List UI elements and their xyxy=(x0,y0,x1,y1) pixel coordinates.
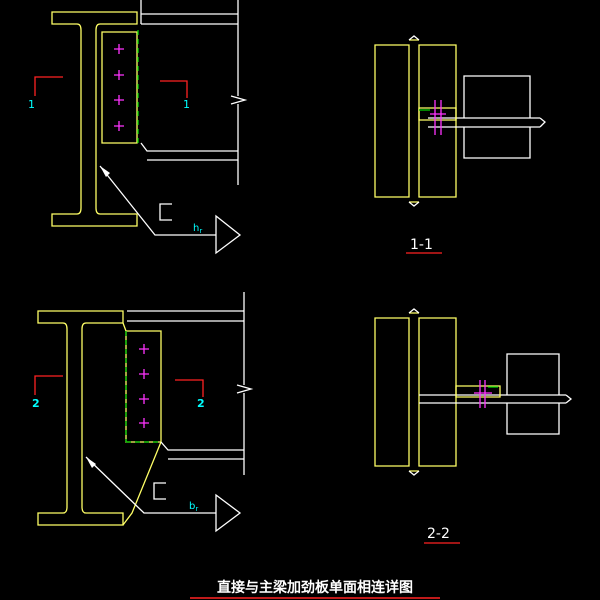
detail-2-plan: 2 2 br xyxy=(32,292,254,533)
section-1-1-title: 1-1 xyxy=(410,237,433,253)
bolt xyxy=(114,44,124,54)
bolt xyxy=(139,344,149,354)
bolt xyxy=(114,121,124,131)
detail-1-cut-label-left: 1 xyxy=(28,98,35,111)
detail-1-leader-line xyxy=(99,165,242,255)
section-2-2: 2-2 xyxy=(374,308,573,544)
detail-1-bolts xyxy=(114,44,124,131)
section-1-1-column xyxy=(374,39,457,203)
detail-1-leader-arrowhead xyxy=(100,166,110,177)
section-1-1-beam xyxy=(428,75,546,159)
bolt xyxy=(139,394,149,404)
detail-1-cut-mark-right xyxy=(160,80,188,98)
section-2-2-title: 2-2 xyxy=(427,526,450,542)
detail-1-main-girder xyxy=(51,11,138,227)
detail-2-bolts xyxy=(139,344,149,428)
detail-2-stiffener-plate xyxy=(122,322,162,526)
section-1-1: 1-1 xyxy=(374,35,546,254)
section-2-2-column xyxy=(374,312,457,472)
detail-2-cut-mark-right xyxy=(175,379,204,397)
detail-1-break-mark xyxy=(230,95,248,105)
section-1-1-bolt xyxy=(430,100,446,135)
detail-1-bracket-mark xyxy=(159,203,172,221)
detail-2-bracket-mark xyxy=(153,482,166,500)
bolt xyxy=(139,418,149,428)
detail-2-break-mark xyxy=(236,384,254,394)
section-2-2-bolt xyxy=(474,380,492,408)
detail-2-main-girder xyxy=(37,310,124,526)
detail-2-cut-mark-left xyxy=(34,375,63,395)
section-1-1-break-top xyxy=(408,35,420,41)
detail-1-dimension-label: hr xyxy=(193,223,202,235)
section-1-1-stiffener xyxy=(418,107,457,121)
detail-1-secondary-beam xyxy=(140,0,239,185)
detail-1-cut-label-right: 1 xyxy=(183,98,190,111)
detail-1-plan: 1 1 hr xyxy=(28,0,248,255)
detail-2-cut-label-left: 2 xyxy=(32,397,40,410)
detail-1-cut-mark-left xyxy=(34,76,63,96)
detail-2-leader-arrowhead xyxy=(86,457,96,468)
section-2-2-beam xyxy=(419,353,573,435)
section-2-2-break-bottom xyxy=(408,470,420,476)
detail-2-leader-line xyxy=(85,456,242,533)
detail-2-cut-label-right: 2 xyxy=(197,397,205,410)
detail-1-stiffener-plate xyxy=(101,31,138,144)
section-2-2-break-top xyxy=(408,308,420,314)
bolt xyxy=(114,70,124,80)
section-1-1-break-bottom xyxy=(408,201,420,207)
detail-2-secondary-beam xyxy=(127,292,245,475)
detail-2-dimension-label: br xyxy=(189,501,198,513)
drawing-title: 直接与主梁加劲板单面相连详图 xyxy=(217,579,413,596)
bolt xyxy=(139,369,149,379)
bolt xyxy=(114,95,124,105)
